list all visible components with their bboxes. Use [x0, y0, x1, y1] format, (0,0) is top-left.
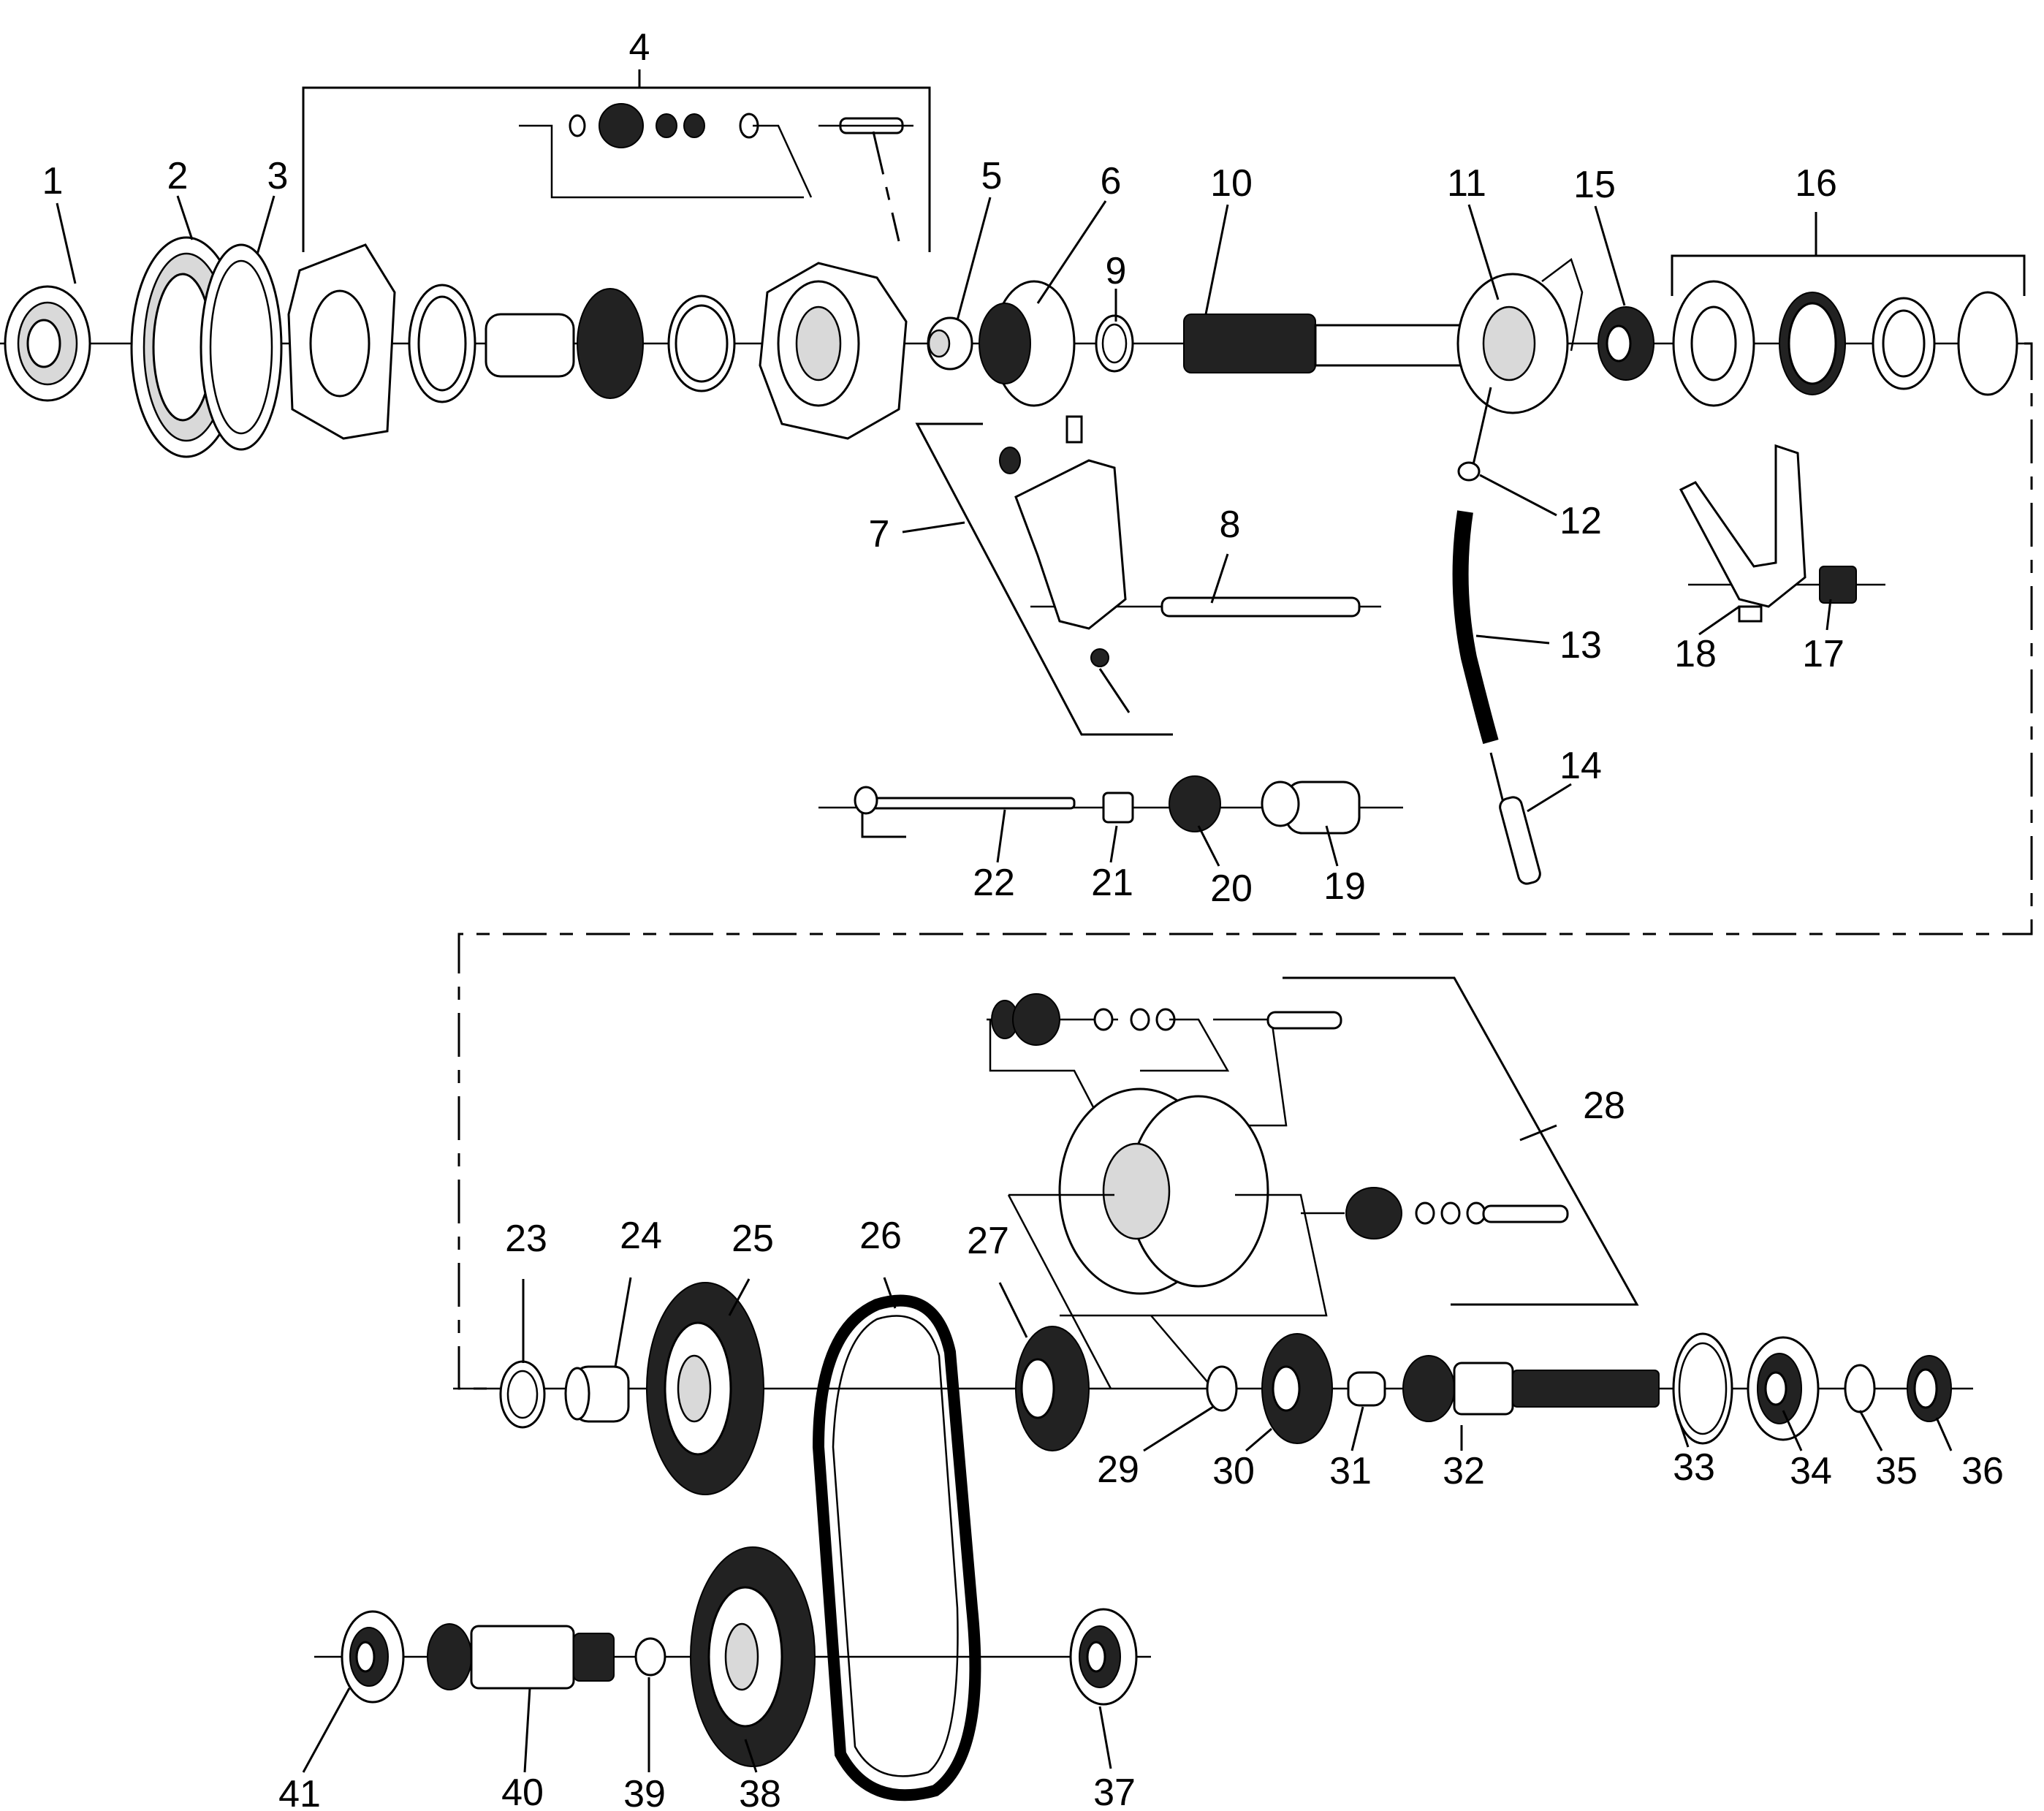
part-5-bushing: [927, 316, 973, 371]
part-15-bearing: [1597, 306, 1654, 381]
callout-39: 39: [623, 1773, 666, 1811]
part-17-18-shift-fork: [1679, 444, 1857, 623]
callout-3: 3: [267, 155, 289, 197]
callout-38: 38: [739, 1773, 781, 1811]
part-38-sprocket: [690, 1546, 816, 1767]
callout-23: 23: [505, 1218, 547, 1260]
callout-5: 5: [981, 155, 1003, 197]
callout-27: 27: [967, 1220, 1009, 1262]
callout-13: 13: [1559, 624, 1602, 667]
callout-41: 41: [278, 1773, 321, 1811]
callout-33: 33: [1673, 1446, 1715, 1489]
part-16-clutch-pack: [1672, 280, 2018, 407]
callout-28: 28: [1583, 1085, 1625, 1127]
o-ring: [667, 295, 736, 392]
callout-21: 21: [1091, 862, 1133, 904]
callout-40: 40: [501, 1772, 544, 1811]
part-32-output-shaft: [1402, 1355, 1660, 1422]
callout-32: 32: [1443, 1450, 1485, 1492]
callout-9: 9: [1106, 250, 1127, 292]
part-7-shift-fork: [915, 415, 1173, 736]
callout-7: 7: [869, 513, 890, 555]
part-9-snap-ring: [1095, 314, 1134, 373]
callout-26: 26: [859, 1215, 902, 1257]
part-37-seal: [1069, 1608, 1138, 1706]
lower-axis: [314, 1387, 1973, 1658]
callout-34: 34: [1790, 1450, 1832, 1492]
callout-14: 14: [1559, 745, 1602, 787]
callout-22: 22: [973, 862, 1015, 904]
part-23-washer: [499, 1360, 546, 1429]
part-26-drive-chain: [812, 1294, 981, 1801]
callout-16: 16: [1795, 162, 1837, 205]
input-shaft: [485, 288, 644, 399]
part-12-13-14-sensor: [1452, 387, 1541, 885]
part-41-seal: [341, 1610, 405, 1704]
bracket-4: [302, 69, 931, 252]
callout-36: 36: [1961, 1450, 2004, 1492]
lower-planetary-carrier: [987, 993, 1569, 1389]
part-33-snap-ring: [1672, 1332, 1733, 1445]
part-40-front-shaft: [427, 1623, 615, 1690]
callout-30: 30: [1212, 1450, 1255, 1492]
leader-lines: [56, 195, 1953, 1773]
callout-6: 6: [1101, 160, 1122, 202]
part-31-bushing: [1347, 1371, 1386, 1407]
planet-gear-set: [519, 103, 913, 242]
callout-19: 19: [1323, 865, 1366, 908]
bracket-16: [1671, 212, 2026, 296]
part-39-ring: [634, 1637, 666, 1677]
callout-8: 8: [1220, 504, 1241, 546]
callout-17: 17: [1802, 633, 1844, 675]
callout-29: 29: [1097, 1449, 1139, 1491]
callout-2: 2: [167, 155, 189, 197]
part-10-mainshaft: [1183, 314, 1500, 373]
part-30-gear: [1261, 1333, 1333, 1444]
callout-24: 24: [620, 1215, 662, 1257]
callout-35: 35: [1875, 1450, 1918, 1492]
housing-plate: [287, 243, 396, 440]
callout-11: 11: [1447, 162, 1486, 205]
part-19-22-linkage: [854, 775, 1361, 838]
callout-1: 1: [42, 160, 64, 202]
callout-20: 20: [1210, 867, 1253, 910]
part-34-bearing: [1747, 1336, 1820, 1441]
part-35-ring: [1844, 1364, 1876, 1413]
part-11-oil-pump: [1456, 257, 1584, 414]
part-25-sprocket: [646, 1282, 764, 1495]
callout-labels: 1 2 3 4 5 6 7 8 9 10 11 12 13 14 15 16 1…: [42, 26, 2004, 1811]
part-27-gear: [1015, 1326, 1090, 1451]
part-8-shift-rail: [1160, 596, 1361, 618]
snap-ring-left: [408, 284, 476, 403]
callout-25: 25: [732, 1218, 774, 1260]
part-1-seal: [4, 285, 91, 402]
callout-15: 15: [1573, 164, 1616, 206]
callout-18: 18: [1674, 633, 1717, 675]
callout-37: 37: [1093, 1772, 1136, 1811]
part-36-seal: [1907, 1355, 1952, 1422]
callout-10: 10: [1210, 162, 1253, 205]
callout-4: 4: [629, 26, 650, 69]
bracket-28: [1283, 976, 1639, 1306]
part-29-washer: [1206, 1365, 1238, 1412]
part-6-sprocket: [979, 280, 1076, 407]
planetary-carrier: [759, 262, 908, 440]
part-24-bushing: [564, 1365, 630, 1423]
part-3-annulus: [200, 243, 283, 451]
callout-31: 31: [1329, 1450, 1372, 1492]
callout-12: 12: [1559, 500, 1602, 542]
